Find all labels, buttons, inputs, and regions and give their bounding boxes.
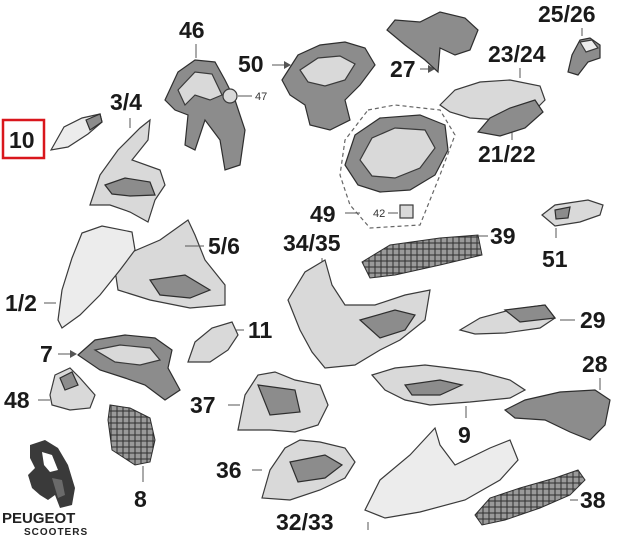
part-28[interactable]: 28 [503,351,611,441]
part-11[interactable]: 11 [187,317,273,363]
part-9[interactable]: 9 [370,364,527,448]
label-39: 39 [490,223,516,249]
label-21-22: 21/22 [478,141,536,167]
label-49: 49 [310,201,336,227]
part-42[interactable] [399,204,414,219]
label-9: 9 [458,422,471,448]
part-32-33[interactable]: 32/33 [276,426,519,535]
part-29[interactable]: 29 [458,304,606,335]
part-3-4[interactable]: 3/4 [89,89,166,223]
part-39[interactable]: 39 [361,223,516,279]
label-27: 27 [390,56,416,82]
label-8: 8 [134,486,147,512]
part-1-2[interactable]: 1/2 [5,225,136,329]
label-32-33: 32/33 [276,509,334,535]
label-38: 38 [580,487,606,513]
label-36: 36 [216,457,242,483]
label-46: 46 [179,17,205,43]
label-25-26: 25/26 [538,1,596,27]
brand-name: PEUGEOT [2,510,75,527]
label-34-35: 34/35 [283,230,341,256]
peugeot-lion-logo [28,440,75,508]
part-27[interactable]: 27 [386,11,479,82]
part-37[interactable]: 37 [190,371,329,433]
label-37: 37 [190,392,216,418]
brand-sub: SCOOTERS [24,527,88,538]
part-47[interactable]: 47 [222,88,267,104]
label-7: 7 [40,341,53,367]
part-25-26[interactable]: 25/26 [538,1,601,76]
label-1-2: 1/2 [5,290,37,316]
part-21-22[interactable]: 21/22 [476,99,544,167]
label-42: 42 [373,208,385,220]
label-29: 29 [580,307,606,333]
part-48[interactable]: 48 [4,367,96,413]
label-47: 47 [255,91,267,103]
label-23-24: 23/24 [488,41,546,67]
part-51[interactable]: 51 [541,199,604,272]
label-51: 51 [542,246,568,272]
label-50: 50 [238,51,264,77]
part-36[interactable]: 36 [216,439,356,501]
part-8[interactable]: 8 [107,404,156,512]
part-34-35[interactable]: 34/35 [283,230,431,369]
label-48: 48 [4,387,30,413]
part-10[interactable]: 10 [1,113,103,160]
part-10-highlight-box [1,118,46,160]
label-3-4: 3/4 [110,89,142,115]
label-28: 28 [582,351,608,377]
part-49[interactable]: 49 42 [310,104,456,229]
part-50[interactable]: 50 [238,41,376,131]
part-7[interactable]: 7 [40,334,181,401]
part-5-6[interactable]: 5/6 [114,219,240,309]
label-5-6: 5/6 [208,233,240,259]
part-46[interactable]: 46 [164,17,246,171]
part-38[interactable]: 38 [474,469,606,526]
label-11: 11 [248,317,273,343]
label-10: 10 [9,127,35,153]
